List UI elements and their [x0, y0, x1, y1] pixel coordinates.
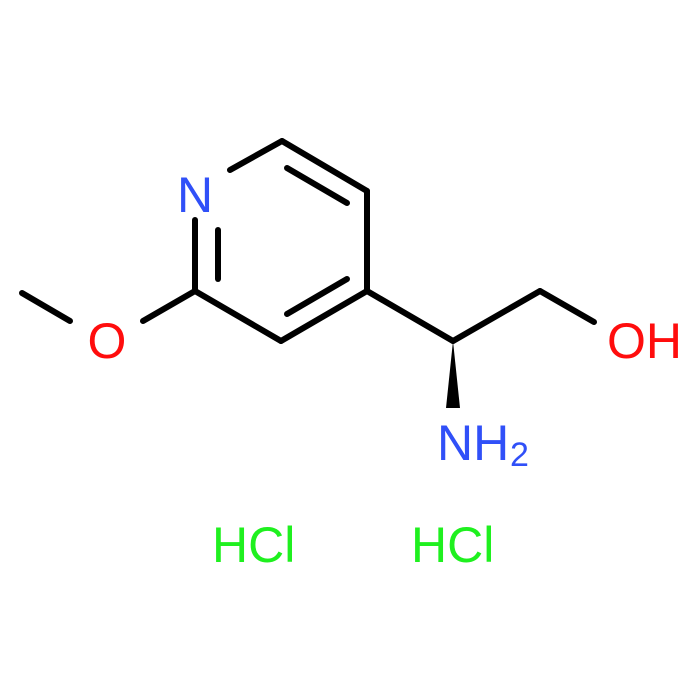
atom-nitrogen-ring: N — [177, 167, 213, 223]
counterion-hcl-2: HCl — [411, 517, 494, 573]
bond-n-c6 — [227, 138, 285, 173]
bond-c4-c3 — [278, 288, 370, 344]
bonds — [19, 138, 597, 344]
bond-c6-c5-inner — [284, 165, 350, 206]
atom-amine-subscript: 2 — [510, 436, 529, 474]
bond-c3-c2 — [192, 288, 284, 344]
bond-c4-c3-inner — [284, 276, 350, 317]
bond-c6-c5 — [279, 138, 370, 194]
atom-oxygen-methoxy: O — [88, 313, 127, 369]
atom-hydroxyl: OH — [607, 313, 682, 369]
wedge-bond-amine — [446, 341, 460, 408]
bond-c4-calpha — [364, 288, 456, 344]
bond-c2-o — [140, 288, 198, 324]
bond-calpha-ch2 — [450, 288, 543, 344]
bond-ch2-oh — [537, 288, 597, 325]
counterion-hcl-1: HCl — [212, 517, 295, 573]
atom-amine: NH — [437, 415, 509, 471]
bond-o-ch3 — [19, 290, 73, 324]
